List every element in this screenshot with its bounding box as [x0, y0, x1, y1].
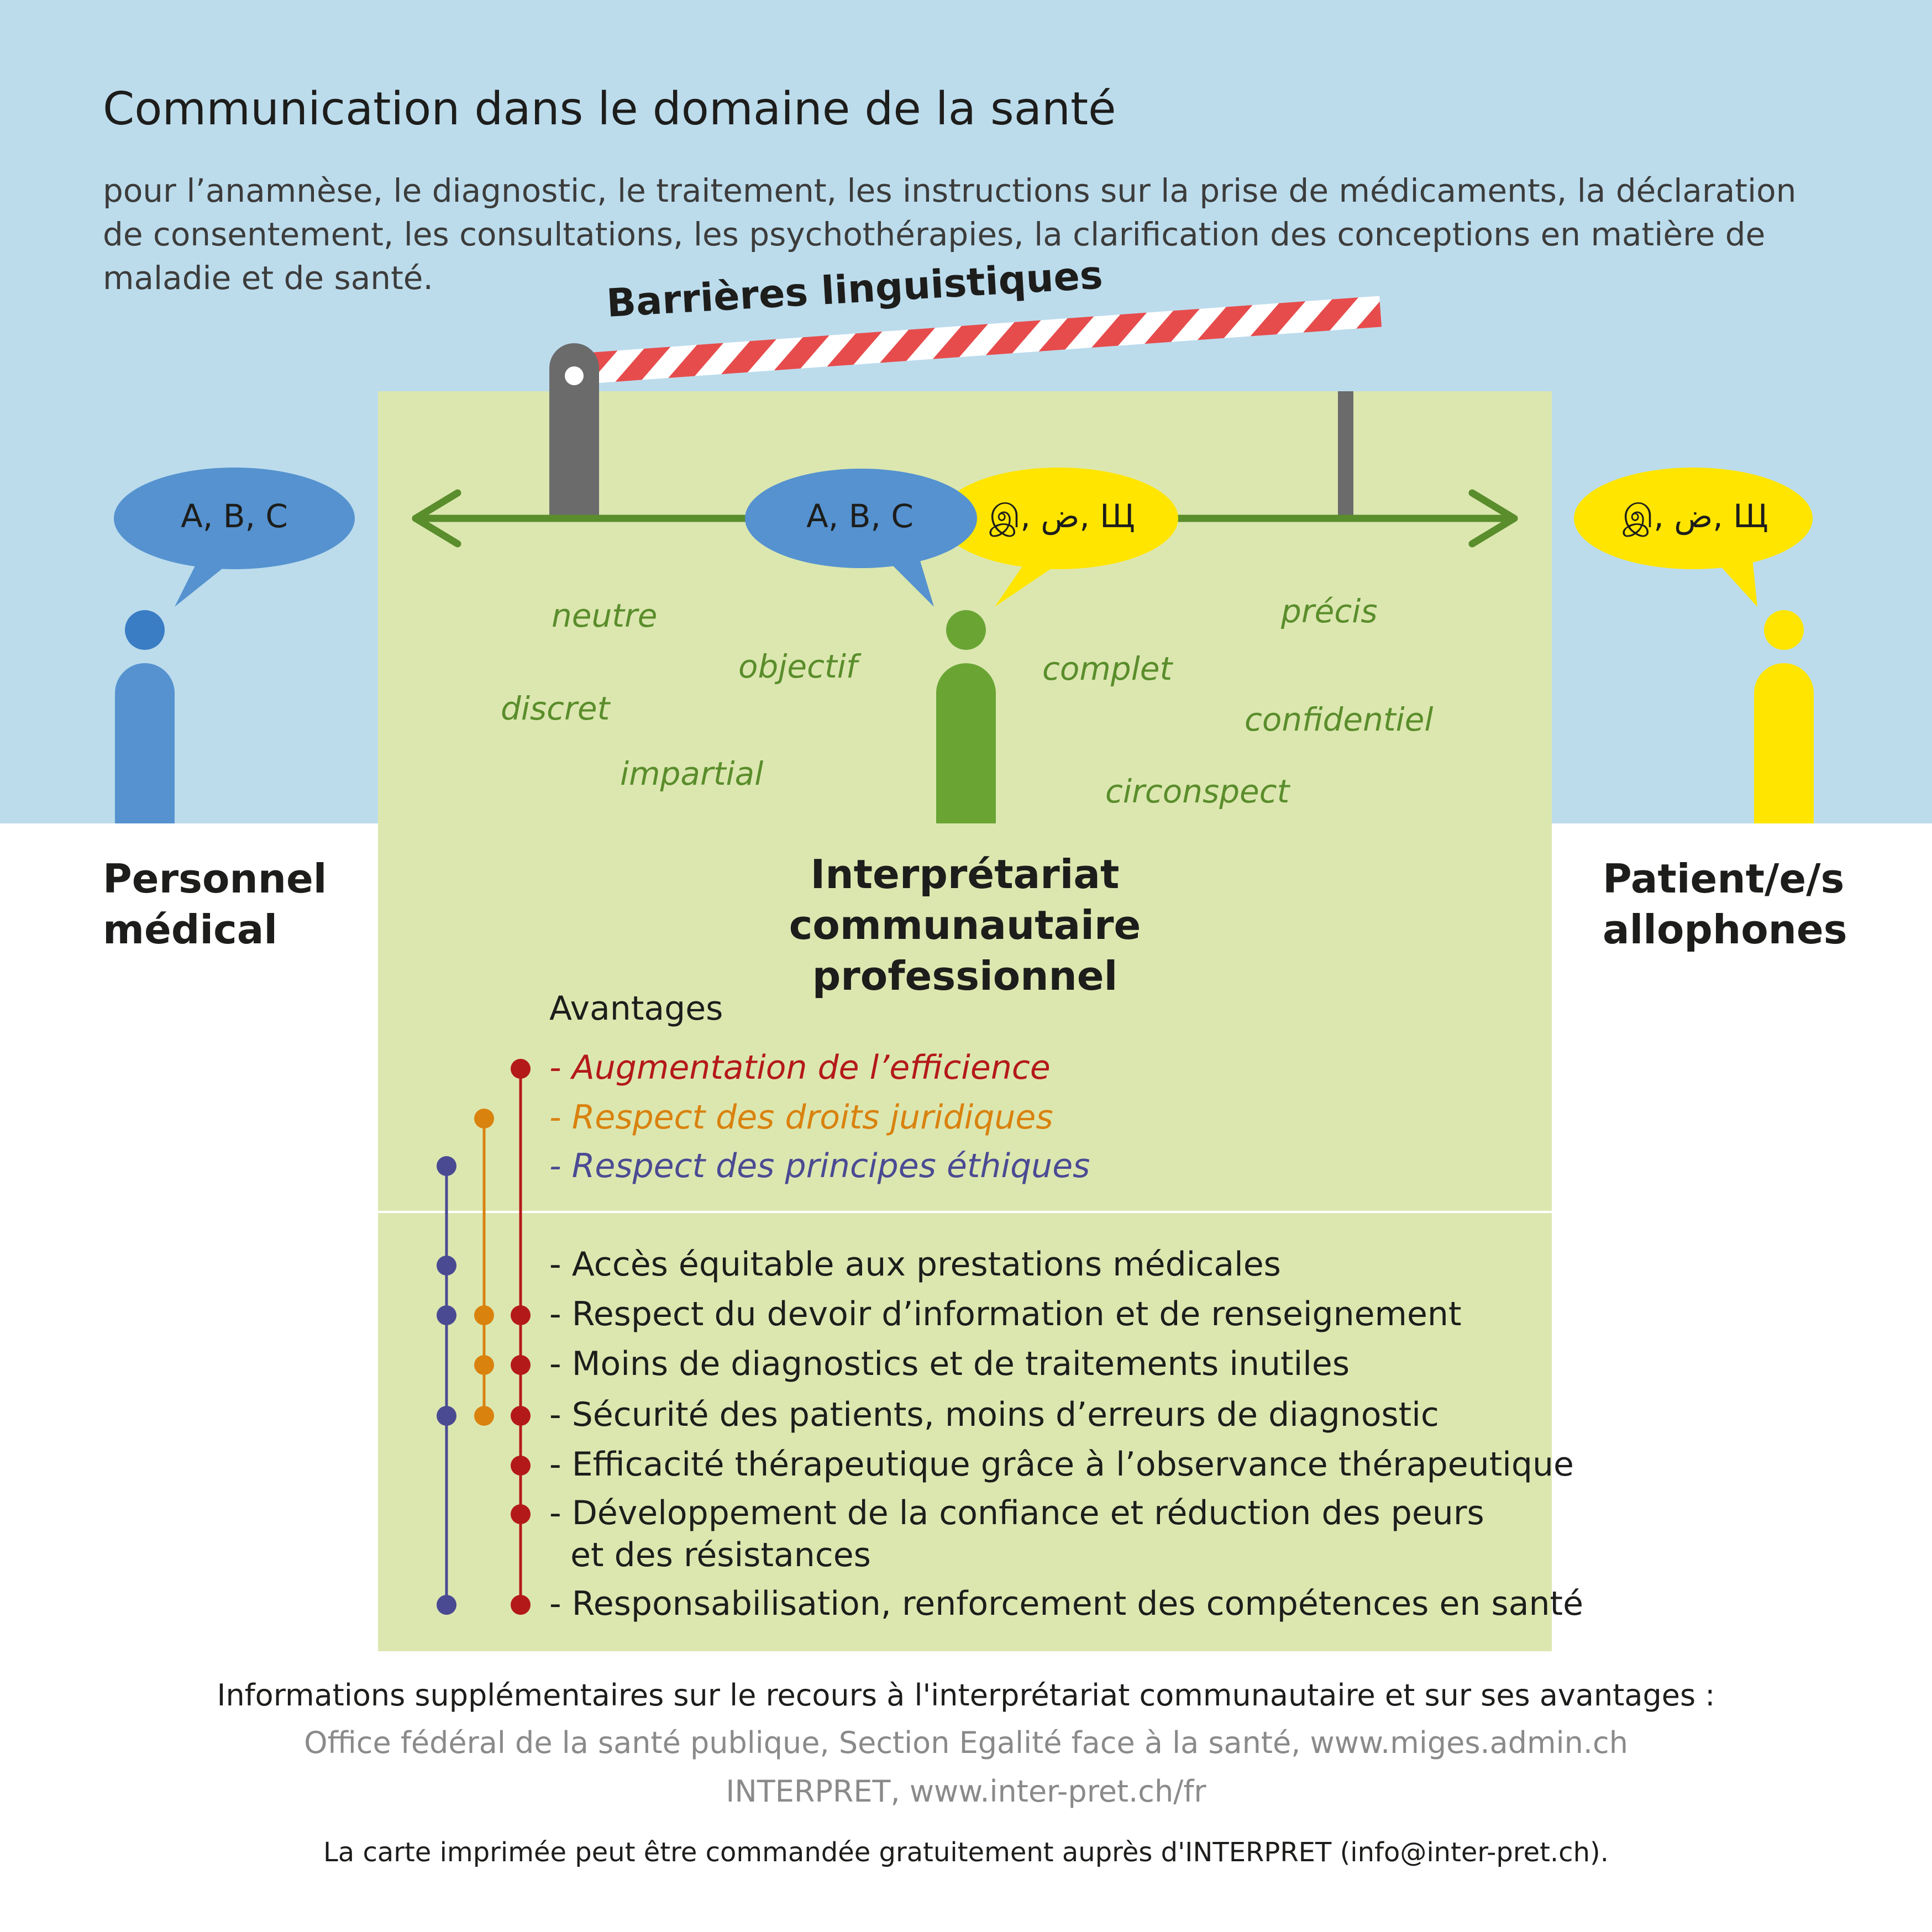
- page-title: Communication dans le domaine de la sant…: [103, 83, 1116, 135]
- role-interp-line1: Interprétariat: [810, 851, 1120, 897]
- list-item: - Développement de la confiance et réduc…: [549, 1494, 1484, 1532]
- barrier-post-left: [549, 343, 599, 517]
- role-patients: Patient/e/s allophones: [1603, 853, 1847, 955]
- advantages-heading: Avantages: [549, 989, 723, 1028]
- list-item: - Moins de diagnostics et de traitements…: [549, 1345, 1350, 1383]
- person-medical-icon: [115, 610, 175, 823]
- advantage-efficiency: - Augmentation de l’efficience: [549, 1048, 1051, 1087]
- role-medical-line1: Personnel: [103, 855, 327, 902]
- bubble-interp-yellow-text: இ, ض, Щ: [989, 497, 1135, 535]
- quality-circonspect: circonspect: [1105, 773, 1290, 810]
- list-item: - Accès équitable aux prestations médica…: [549, 1245, 1281, 1284]
- quality-neutre: neutre: [552, 597, 658, 634]
- list-item: - Responsabilisation, renforcement des c…: [549, 1584, 1583, 1623]
- bubble-interpreter-yellow: [939, 468, 1178, 607]
- list-item-continuation: et des résistances: [549, 1536, 871, 1574]
- list-item: - Efficacité thérapeutique grâce à l’obs…: [549, 1445, 1574, 1484]
- bubble-patient-text: இ, ض, Щ: [1623, 497, 1768, 535]
- footer-order: La carte imprimée peut être commandée gr…: [323, 1837, 1609, 1868]
- panel-divider: [378, 1211, 1552, 1213]
- quality-discret: discret: [501, 690, 610, 727]
- barrier-post-right: [1338, 391, 1353, 517]
- page-subtitle: pour l’anamnèse, le diagnostic, le trait…: [103, 172, 1797, 297]
- quality-complet: complet: [1042, 650, 1173, 687]
- barrier-bar: [573, 296, 1382, 385]
- interpreting-panel: [378, 391, 1552, 1651]
- connector-dots: [437, 1059, 531, 1615]
- bubble-medical: [114, 468, 355, 607]
- advantage-ethics: - Respect des principes éthiques: [549, 1147, 1090, 1185]
- role-patient-line1: Patient/e/s: [1603, 855, 1845, 902]
- role-medical-staff: Personnel médical: [103, 853, 327, 955]
- role-patient-line2: allophones: [1603, 906, 1847, 953]
- quality-confidentiel: confidentiel: [1245, 701, 1434, 738]
- person-interpreter-icon: [936, 610, 996, 823]
- footer-ofsp-link[interactable]: Office fédéral de la santé publique, Sec…: [304, 1725, 1628, 1760]
- advantage-legal-rights: - Respect des droits juridiques: [549, 1098, 1053, 1137]
- list-item: - Respect du devoir d’information et de …: [549, 1295, 1462, 1334]
- bubble-interp-blue-text: A, B, C: [806, 497, 914, 535]
- person-patient-icon: [1754, 610, 1814, 823]
- connector-lines: [445, 1069, 522, 1605]
- footer-interpret-link[interactable]: INTERPRET, www.inter-pret.ch/fr: [726, 1774, 1206, 1809]
- role-medical-line2: médical: [103, 906, 278, 953]
- bubble-patient: [1574, 468, 1813, 607]
- footer-info: Informations supplémentaires sur le reco…: [217, 1678, 1715, 1713]
- quality-objectif: objectif: [738, 648, 858, 685]
- bubble-interpreter-blue: [745, 469, 977, 607]
- role-interpreting: Interprétariat communautaire professionn…: [633, 849, 1296, 1001]
- quality-precis: précis: [1281, 592, 1378, 630]
- role-interp-line2: communautaire professionnel: [789, 902, 1141, 999]
- list-item: - Sécurité des patients, moins d’erreurs…: [549, 1395, 1439, 1434]
- quality-impartial: impartial: [620, 755, 764, 792]
- bubble-medical-text: A, B, C: [181, 497, 288, 535]
